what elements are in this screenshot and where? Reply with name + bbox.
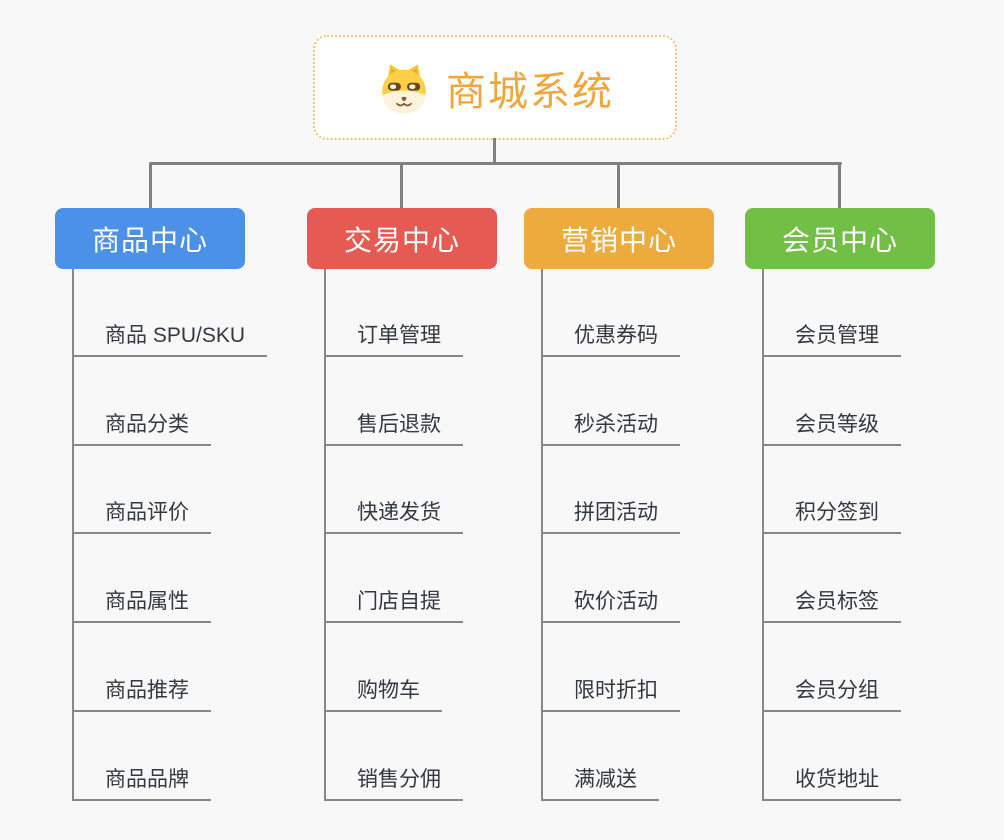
topic-item[interactable]: 商品 SPU/SKU [72, 322, 268, 357]
topic-item[interactable]: 限时折扣 [541, 677, 680, 712]
branch-box[interactable]: 商品中心 [55, 208, 245, 269]
branch-item-list: 会员管理会员等级积分签到会员标签会员分组收货地址 [762, 269, 982, 803]
connector-drop [838, 164, 841, 209]
topic-item[interactable]: 商品评价 [72, 499, 211, 534]
topic-item[interactable]: 秒杀活动 [541, 411, 680, 446]
topic-item[interactable]: 会员标签 [762, 588, 901, 623]
topic-item[interactable]: 商品属性 [72, 588, 211, 623]
topic-item[interactable]: 门店自提 [324, 588, 463, 623]
branch-item-list: 优惠券码秒杀活动拼团活动砍价活动限时折扣满减送 [541, 269, 761, 803]
topic-item[interactable]: 商品品牌 [72, 766, 211, 801]
topic-item[interactable]: 商品分类 [72, 411, 211, 446]
branch-column: 营销中心 优惠券码秒杀活动拼团活动砍价活动限时折扣满减送 [524, 208, 764, 808]
topic-item[interactable]: 购物车 [324, 677, 442, 712]
connector-horizontal-rail [149, 162, 842, 165]
root-node[interactable]: 商城系统 [313, 35, 677, 140]
root-title: 商城系统 [446, 69, 614, 114]
dog-face-icon [382, 63, 426, 113]
branch-item-list: 订单管理售后退款快递发货门店自提购物车销售分佣 [324, 269, 544, 803]
topic-item[interactable]: 满减送 [541, 766, 659, 801]
topic-item[interactable]: 收货地址 [762, 766, 901, 801]
topic-item[interactable]: 会员管理 [762, 322, 901, 357]
branch-box[interactable]: 营销中心 [524, 208, 714, 269]
branch-column: 交易中心 订单管理售后退款快递发货门店自提购物车销售分佣 [307, 208, 547, 808]
topic-item[interactable]: 会员等级 [762, 411, 901, 446]
branch-box[interactable]: 会员中心 [745, 208, 935, 269]
topic-item[interactable]: 砍价活动 [541, 588, 680, 623]
branch-column: 商品中心 商品 SPU/SKU 商品分类商品评价商品属性商品推荐商品品牌 [55, 208, 295, 808]
connector-drop [400, 164, 403, 209]
topic-item[interactable]: 订单管理 [324, 322, 463, 357]
branch-column: 会员中心 会员管理会员等级积分签到会员标签会员分组收货地址 [745, 208, 985, 808]
topic-item[interactable]: 售后退款 [324, 411, 463, 446]
branch-box[interactable]: 交易中心 [307, 208, 497, 269]
connector-drop [617, 164, 620, 209]
topic-item[interactable]: 商品推荐 [72, 677, 211, 712]
topic-item[interactable]: 积分签到 [762, 499, 901, 534]
topic-item[interactable]: 快递发货 [324, 499, 463, 534]
branch-item-list: 商品 SPU/SKU 商品分类商品评价商品属性商品推荐商品品牌 [72, 269, 292, 803]
topic-item[interactable]: 会员分组 [762, 677, 901, 712]
topic-item[interactable]: 优惠券码 [541, 322, 680, 357]
topic-item[interactable]: 拼团活动 [541, 499, 680, 534]
connector-root-stub [493, 138, 496, 163]
topic-item[interactable]: 销售分佣 [324, 766, 463, 801]
connector-drop [149, 164, 152, 209]
